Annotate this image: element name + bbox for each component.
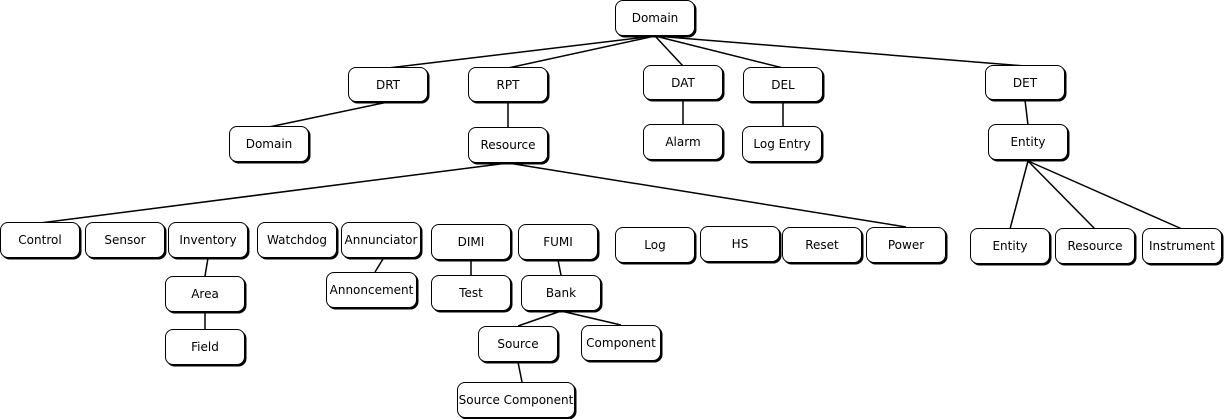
edge-resource-control (39, 162, 509, 224)
edge-domain-drt (387, 35, 656, 69)
edge-entity-entity (1009, 160, 1029, 230)
edge-entity-instrument (1027, 160, 1183, 230)
node-test: Test (431, 275, 511, 311)
edge-inventory-area (204, 257, 209, 277)
node-annoncement: Annoncement (326, 272, 417, 308)
node-bank: Bank (521, 275, 601, 311)
node-power: Power (866, 227, 946, 263)
edge-fumi-bank (557, 259, 562, 276)
node-area: Area (165, 276, 245, 312)
node-dat: DAT (643, 65, 723, 100)
node-source-component: Source Component (457, 382, 575, 418)
edge-bank-component (560, 310, 622, 326)
node-source: Source (478, 326, 558, 362)
node-fumi: FUMI (518, 224, 598, 260)
edge-bank-source (517, 310, 562, 327)
node-sensor: Sensor (85, 222, 165, 258)
node-det-resource: Resource (1055, 228, 1135, 264)
edge-drt-domain (268, 101, 389, 128)
node-dimi: DIMI (431, 224, 511, 260)
node-hs: HS (700, 226, 780, 262)
node-field: Field (165, 329, 245, 365)
node-log: Log (615, 227, 695, 263)
node-inventory: Inventory (168, 222, 248, 258)
node-domain-root: Domain (615, 0, 695, 36)
node-resource: Resource (468, 127, 548, 163)
edge-domain-dat (654, 35, 684, 67)
node-instrument: Instrument (1142, 228, 1222, 264)
node-annunciator: Annunciator (341, 222, 421, 258)
node-alarm: Alarm (643, 124, 723, 160)
edge-annunciator-annoncement (374, 258, 384, 273)
edge-entity-resource (1027, 160, 1096, 230)
node-del: DEL (743, 67, 823, 102)
node-component: Component (581, 325, 661, 361)
node-log-entry: Log Entry (742, 126, 822, 162)
edge-domain-del (654, 35, 784, 69)
node-det: DET (985, 65, 1065, 100)
node-control: Control (0, 222, 80, 258)
edge-det-entity (1024, 99, 1029, 126)
edge-source-sourcecomponent (517, 361, 523, 383)
node-drt-domain: Domain (229, 126, 309, 162)
node-entity: Entity (988, 124, 1068, 160)
node-drt: DRT (348, 67, 428, 102)
node-reset: Reset (782, 227, 862, 263)
node-rpt: RPT (468, 67, 548, 102)
node-det-entity: Entity (970, 228, 1050, 264)
edge-domain-rpt (507, 35, 656, 69)
edge-domain-det (654, 35, 1026, 67)
edge-resource-power (507, 162, 907, 228)
node-watchdog: Watchdog (257, 222, 337, 258)
